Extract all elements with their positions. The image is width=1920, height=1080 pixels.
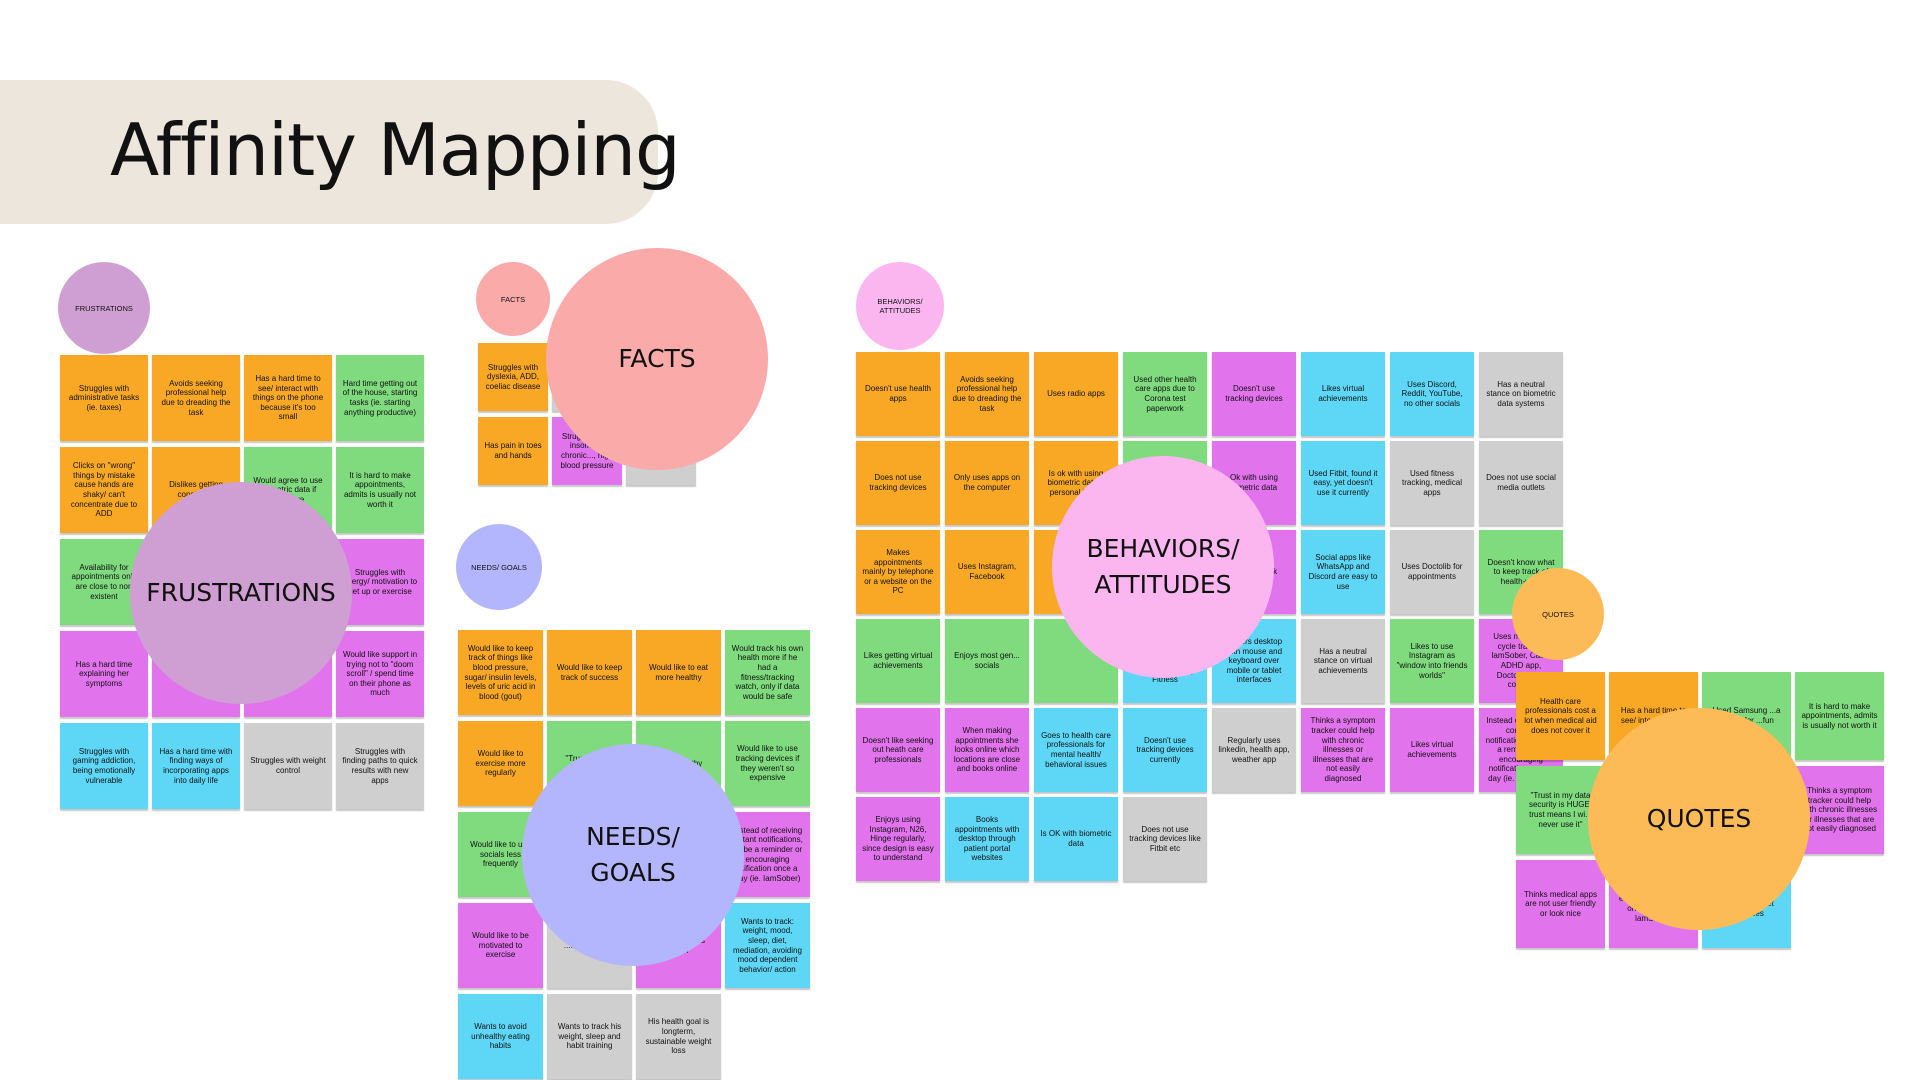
sticky-note: Uses radio apps	[1034, 352, 1118, 436]
behaviors-big-label: BEHAVIORS/ ATTITUDES	[1052, 456, 1274, 678]
sticky-note: Doesn't use health apps	[856, 352, 940, 436]
quotes-big-label: QUOTES	[1588, 708, 1810, 930]
sticky-note: His health goal is longterm, sustainable…	[636, 994, 721, 1079]
sticky-note: Would like to use tracking devices if th…	[725, 721, 810, 806]
sticky-note: Would like support in trying not to "doo…	[336, 631, 424, 717]
sticky-note: Wants to avoid unhealthy eating habits	[458, 994, 543, 1079]
sticky-note: Does not use tracking devices	[856, 441, 940, 525]
sticky-note: Health care professionals cost a lot whe…	[1516, 672, 1605, 760]
sticky-note: Thinks a symptom tracker could help with…	[1795, 766, 1884, 854]
frustrations-big-label: FRUSTRATIONS	[130, 482, 352, 704]
sticky-note: Likes to use Instagram as "window into f…	[1390, 619, 1474, 703]
sticky-note: Only uses apps on the computer	[945, 441, 1029, 525]
needs-big-label: NEEDS/ GOALS	[522, 744, 744, 966]
sticky-note: Uses Doctolib for appointments	[1390, 530, 1474, 614]
sticky-note: Has a hard time with finding ways of inc…	[152, 723, 240, 809]
sticky-note: It is hard to make appointments, admits …	[336, 447, 424, 533]
sticky-note: Wants to track his weight, sleep and hab…	[547, 994, 632, 1079]
sticky-note: Books appointments with desktop through …	[945, 797, 1029, 881]
sticky-note: Enjoys most gen... socials	[945, 619, 1029, 703]
sticky-note: Hard time getting out of the house, star…	[336, 355, 424, 441]
sticky-note: Wants to track: weight, mood, sleep, die…	[725, 903, 810, 988]
sticky-note: Avoids seeking professional help due to …	[152, 355, 240, 441]
sticky-note: Uses Discord, Reddit, YouTube, no other …	[1390, 352, 1474, 436]
sticky-note: Has a hard time to see/ interact with th…	[244, 355, 332, 441]
sticky-note: Thinks a symptom tracker could help with…	[1301, 708, 1385, 792]
sticky-note: Likes getting virtual achievements	[856, 619, 940, 703]
sticky-note: Doesn't use tracking devices currently	[1123, 708, 1207, 792]
frustrations-small-label: FRUSTRATIONS	[58, 262, 150, 354]
sticky-note: When making appointments she looks onlin…	[945, 708, 1029, 792]
sticky-note: Used fitness tracking, medical apps	[1390, 441, 1474, 525]
quotes-small-label: QUOTES	[1512, 568, 1604, 660]
sticky-note: It is hard to make appointments, admits …	[1795, 672, 1884, 760]
sticky-note: Would like to be motivated to exercise	[458, 903, 543, 988]
sticky-note: Has a hard time explaining her symptoms	[60, 631, 148, 717]
sticky-note: Uses Instagram, Facebook	[945, 530, 1029, 614]
sticky-note: Struggles with weight control	[244, 723, 332, 809]
behaviors-small-label: BEHAVIORS/ ATTITUDES	[856, 262, 944, 350]
page-title: Affinity Mapping	[110, 108, 681, 192]
sticky-note: Likes virtual achievements	[1390, 708, 1474, 792]
facts-big-label: FACTS	[546, 248, 768, 470]
sticky-note: Clicks on "wrong" things by mistake caus…	[60, 447, 148, 533]
sticky-note: Struggles with finding paths to quick re…	[336, 723, 424, 809]
sticky-note: Has a neutral stance on virtual achievem…	[1301, 619, 1385, 703]
sticky-note: Enjoys using Instagram, N26, Hinge regul…	[856, 797, 940, 881]
sticky-note: Would like to keep track of success	[547, 630, 632, 715]
sticky-note: Used Fitbit, found it easy, yet doesn't …	[1301, 441, 1385, 525]
sticky-note: Struggles with administrative tasks (ie.…	[60, 355, 148, 441]
sticky-note: Has a neutral stance on biometric data s…	[1479, 352, 1563, 436]
sticky-note: Goes to health care professionals for me…	[1034, 708, 1118, 792]
sticky-note: Avoids seeking professional help due to …	[945, 352, 1029, 436]
sticky-note: Doesn't use tracking devices	[1212, 352, 1296, 436]
sticky-note: Has pain in toes and hands	[478, 417, 548, 485]
sticky-note: Does not use tracking devices like Fitbi…	[1123, 797, 1207, 881]
sticky-note: Regularly uses linkedin, health app, wea…	[1212, 708, 1296, 792]
sticky-note: Doesn't like seeking out heath care prof…	[856, 708, 940, 792]
sticky-note: Used other health care apps due to Coron…	[1123, 352, 1207, 436]
sticky-note: Prefers desktop with mouse and keyboard …	[1212, 619, 1296, 703]
sticky-note: Would like to keep track of things like …	[458, 630, 543, 715]
sticky-note: Does not use social media outlets	[1479, 441, 1563, 525]
facts-small-label: FACTS	[476, 262, 550, 336]
sticky-note: Likes virtual achievements	[1301, 352, 1385, 436]
sticky-note: Would like to eat more healthy	[636, 630, 721, 715]
sticky-note: Makes appointments mainly by telephone o…	[856, 530, 940, 614]
title-banner	[0, 80, 658, 224]
sticky-note: Struggles with dyslexia, ADD, coeliac di…	[478, 343, 548, 411]
sticky-note: Struggles with gaming addiction, being e…	[60, 723, 148, 809]
sticky-note: Thinks medical apps are not user friendl…	[1516, 860, 1605, 948]
sticky-note: Would like to exercise more regularly	[458, 721, 543, 806]
sticky-note: Would track his own health more if he ha…	[725, 630, 810, 715]
sticky-note: Social apps like WhatsApp and Discord ar…	[1301, 530, 1385, 614]
needs-small-label: NEEDS/ GOALS	[456, 524, 542, 610]
sticky-note: Is OK with biometric data	[1034, 797, 1118, 881]
